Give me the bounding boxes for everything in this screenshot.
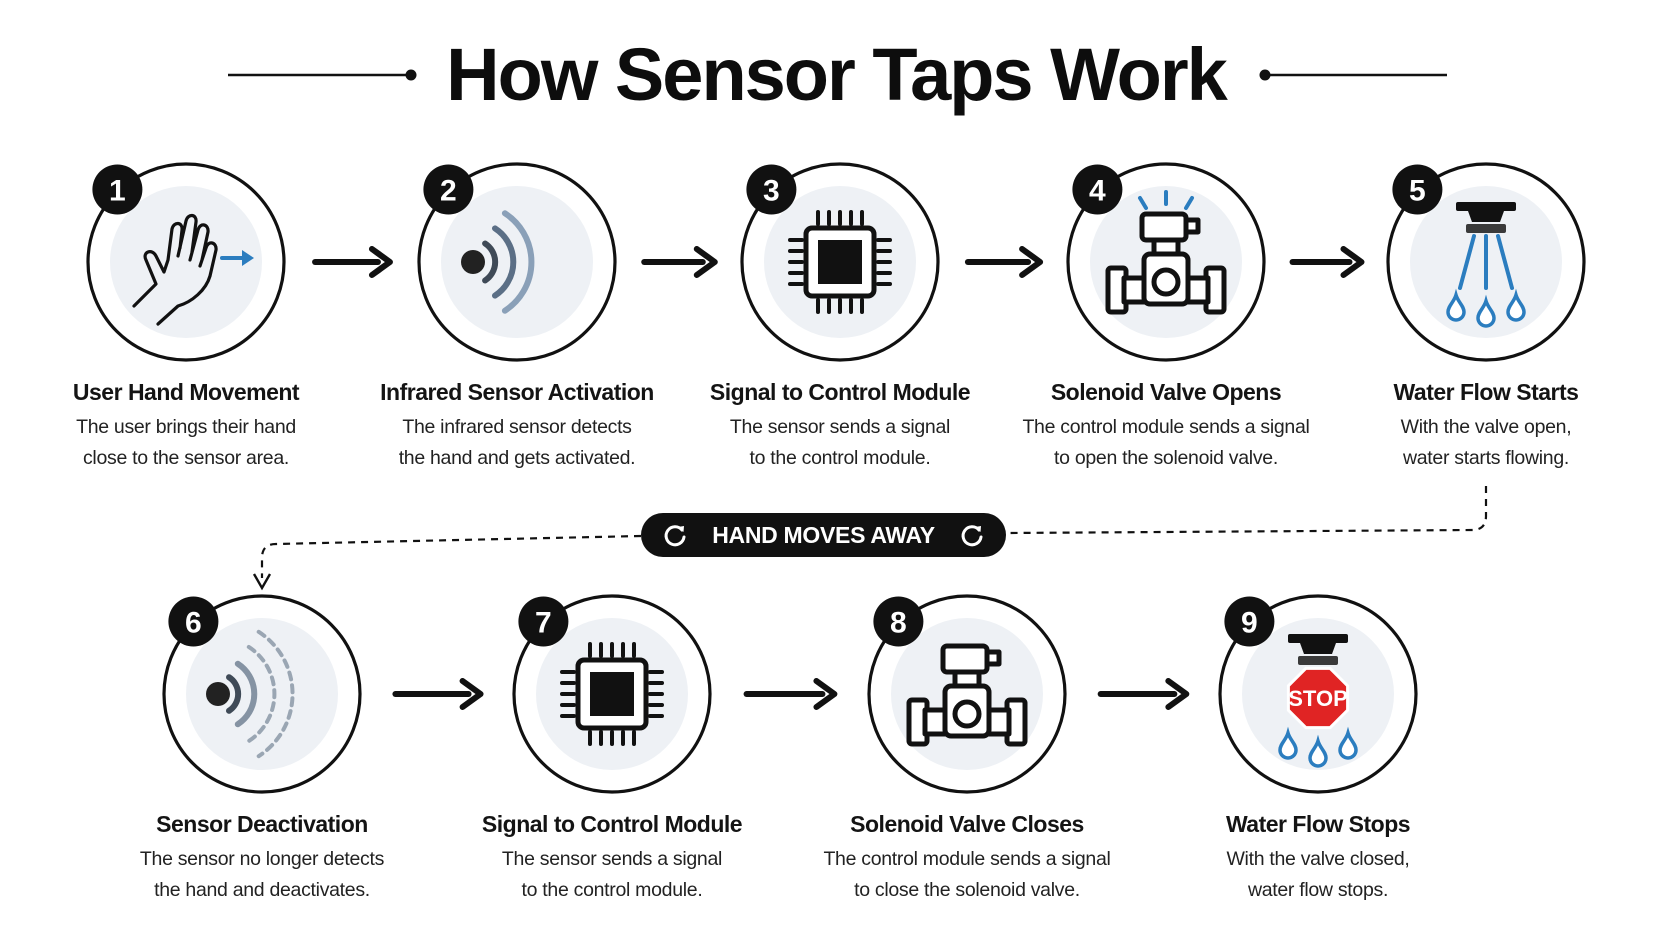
step-number-badge: 4 bbox=[1072, 164, 1123, 215]
step-number-badge: 1 bbox=[92, 164, 143, 215]
step-arrow bbox=[743, 678, 838, 710]
step-number-badge: 7 bbox=[518, 596, 569, 647]
step-number: 5 bbox=[1409, 174, 1426, 207]
loop-label: HAND MOVES AWAY bbox=[712, 522, 935, 548]
step-description: The control module sends a signal to open… bbox=[986, 412, 1346, 474]
step-number-badge: 3 bbox=[746, 164, 797, 215]
step-description-line: the hand and deactivates. bbox=[154, 879, 370, 901]
step-number-badge: 9 bbox=[1224, 596, 1275, 647]
step-title: Signal to Control Module bbox=[709, 379, 971, 405]
step-title: Infrared Sensor Activation bbox=[380, 379, 654, 405]
step-arrow bbox=[964, 246, 1044, 278]
step-number: 8 bbox=[890, 606, 907, 639]
stop-sign-icon: STOP bbox=[1278, 634, 1358, 768]
step-9: STOP 9 bbox=[1218, 594, 1418, 794]
hand-moves-away-pill: HAND MOVES AWAY bbox=[641, 513, 1006, 557]
chip-icon bbox=[788, 210, 892, 314]
step-number: 9 bbox=[1241, 606, 1258, 639]
step-description: With the valve open, water starts flowing… bbox=[1306, 412, 1666, 474]
step-7: 7 bbox=[512, 594, 712, 794]
step-description-line: water flow stops. bbox=[1247, 879, 1389, 901]
step-description: With the valve closed, water flow stops. bbox=[1138, 844, 1498, 906]
step-1: 1 bbox=[86, 162, 286, 362]
step-4: 4 bbox=[1066, 162, 1266, 362]
valve-closed-icon bbox=[906, 643, 1028, 747]
step-description: The sensor no longer detects the hand and… bbox=[82, 844, 442, 906]
step-title: Water Flow Stops bbox=[1225, 811, 1411, 837]
infrared-waves-icon bbox=[461, 210, 535, 314]
step-description-line: The control module sends a signal bbox=[1022, 416, 1310, 438]
step-description-line: The infrared sensor detects bbox=[402, 416, 632, 438]
step-description-line: The sensor sends a signal bbox=[729, 416, 951, 438]
step-number-badge: 5 bbox=[1392, 164, 1443, 215]
step-description-line: The sensor no longer detects bbox=[139, 848, 385, 870]
step-title: Signal to Control Module bbox=[481, 811, 743, 837]
step-description: The sensor sends a signal to the control … bbox=[432, 844, 792, 906]
loop-arrowhead bbox=[252, 573, 272, 591]
step-description-line: With the valve open, bbox=[1400, 416, 1572, 438]
step-number-badge: 8 bbox=[873, 596, 924, 647]
step-description-line: With the valve closed, bbox=[1226, 848, 1410, 870]
step-number: 2 bbox=[440, 174, 457, 207]
hand-icon bbox=[132, 213, 254, 326]
step-number-badge: 6 bbox=[168, 596, 219, 647]
step-number: 6 bbox=[185, 606, 202, 639]
step-description-line: The user brings their hand bbox=[76, 416, 296, 438]
step-title: User Hand Movement bbox=[72, 379, 300, 405]
icon-backdrop bbox=[441, 186, 593, 338]
step-5: 5 bbox=[1386, 162, 1586, 362]
step-description-line: to the control module. bbox=[749, 447, 931, 469]
step-description: The user brings their hand close to the s… bbox=[6, 412, 366, 474]
valve-open-icon bbox=[1105, 190, 1227, 315]
refresh-icon bbox=[961, 525, 983, 547]
stop-badge-text: STOP bbox=[1288, 686, 1348, 711]
step-title: Solenoid Valve Closes bbox=[850, 811, 1084, 837]
sensor-off-icon bbox=[206, 629, 295, 759]
step-number: 4 bbox=[1089, 174, 1106, 207]
step-description-line: close to the sensor area. bbox=[82, 447, 290, 469]
step-description-line: to open the solenoid valve. bbox=[1054, 447, 1278, 469]
step-title: Solenoid Valve Opens bbox=[1050, 379, 1282, 405]
step-arrow bbox=[641, 246, 718, 278]
icon-backdrop bbox=[110, 186, 262, 338]
step-description: The infrared sensor detects the hand and … bbox=[337, 412, 697, 474]
step-arrow bbox=[392, 678, 484, 710]
step-number-badge: 2 bbox=[423, 164, 474, 215]
loop-connector-left bbox=[260, 534, 642, 578]
step-title: Sensor Deactivation bbox=[156, 811, 368, 837]
step-description-line: to close the solenoid valve. bbox=[854, 879, 1080, 901]
step-number: 1 bbox=[109, 174, 126, 207]
step-number: 7 bbox=[535, 606, 552, 639]
refresh-icon bbox=[664, 525, 686, 547]
loop-connector-right bbox=[1005, 486, 1488, 535]
water-spray-icon bbox=[1446, 202, 1526, 328]
title-rule-dot bbox=[405, 69, 417, 81]
step-description-line: The control module sends a signal bbox=[823, 848, 1111, 870]
step-arrow bbox=[312, 246, 393, 278]
icon-backdrop bbox=[186, 618, 338, 770]
step-arrow bbox=[1097, 678, 1190, 710]
step-description-line: to the control module. bbox=[521, 879, 703, 901]
step-description-line: water starts flowing. bbox=[1402, 447, 1569, 469]
step-description-line: The sensor sends a signal bbox=[501, 848, 723, 870]
step-arrow bbox=[1289, 246, 1365, 278]
page-title: How Sensor Taps Work bbox=[446, 33, 1228, 116]
step-8: 8 bbox=[867, 594, 1067, 794]
chip-icon bbox=[560, 642, 664, 746]
step-title: Water Flow Starts bbox=[1393, 379, 1579, 405]
step-description: The control module sends a signal to clos… bbox=[787, 844, 1147, 906]
step-6: 6 bbox=[162, 594, 362, 794]
step-description: The sensor sends a signal to the control … bbox=[660, 412, 1020, 474]
step-description-line: the hand and gets activated. bbox=[398, 447, 636, 469]
step-number: 3 bbox=[763, 174, 780, 207]
step-2: 2 bbox=[417, 162, 617, 362]
step-3: 3 bbox=[740, 162, 940, 362]
